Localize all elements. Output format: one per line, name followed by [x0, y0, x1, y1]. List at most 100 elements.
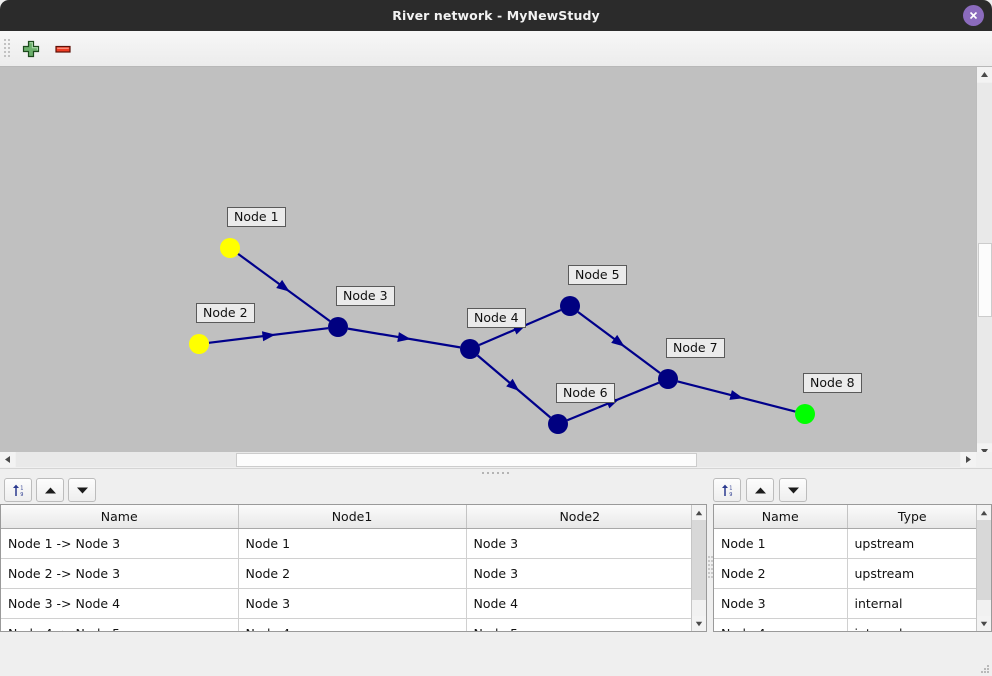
svg-text:1: 1	[20, 485, 23, 491]
branch-scroll-down-button[interactable]	[692, 616, 706, 631]
table-cell[interactable]: Node 1	[238, 528, 467, 559]
column-header[interactable]: Name	[1, 505, 239, 529]
graph-node[interactable]	[560, 296, 580, 316]
node-panel-grip[interactable]	[708, 556, 713, 580]
table-cell[interactable]: Node 4	[466, 588, 693, 619]
node-move-up-button[interactable]	[746, 478, 774, 502]
graph-node-label[interactable]: Node 5	[568, 265, 627, 285]
graph-node[interactable]	[220, 238, 240, 258]
network-diagram-canvas[interactable]: Node 1 Node 2 Node 3 Node 4 Node 5 Node 6 Node…	[0, 67, 992, 459]
graph-node[interactable]	[189, 334, 209, 354]
column-header[interactable]: Node2	[466, 505, 693, 529]
main-toolbar	[0, 31, 992, 67]
network-graph	[189, 238, 815, 434]
chevron-down-icon	[695, 621, 703, 626]
sort-icon: 1 9	[12, 484, 23, 498]
table-cell[interactable]: Node 2	[238, 558, 467, 589]
graph-node-label[interactable]: Node 7	[666, 338, 725, 358]
add-node-icon	[22, 40, 40, 58]
branch-move-down-button[interactable]	[68, 478, 96, 502]
panel-splitter[interactable]	[0, 468, 992, 476]
graph-node[interactable]	[460, 339, 480, 359]
graph-node-label[interactable]: Node 4	[467, 308, 526, 328]
node-scroll-up-button[interactable]	[977, 505, 991, 520]
table-cell[interactable]: Node 3 -> Node 4	[1, 588, 239, 619]
graph-node[interactable]	[328, 317, 348, 337]
scrollbar-corner	[976, 452, 992, 468]
window-resize-grip[interactable]	[981, 665, 990, 674]
table-cell[interactable]: Node 4	[714, 618, 848, 631]
table-cell[interactable]: Node 3	[466, 528, 693, 559]
node-sort-button[interactable]: 1 9	[713, 478, 741, 502]
graph-node-label[interactable]: Node 2	[196, 303, 255, 323]
table-cell[interactable]: Node 2 -> Node 3	[1, 558, 239, 589]
table-cell[interactable]: upstream	[847, 558, 977, 589]
table-cell[interactable]: Node 4	[238, 618, 467, 631]
move-up-icon	[44, 487, 56, 493]
table-cell[interactable]: Node 3	[238, 588, 467, 619]
branch-move-up-button[interactable]	[36, 478, 64, 502]
column-header[interactable]: Node1	[238, 505, 467, 529]
graph-node[interactable]	[658, 369, 678, 389]
branch-scroll-up-button[interactable]	[692, 505, 706, 520]
chevron-up-icon	[695, 510, 703, 515]
table-row[interactable]: Node 4internal	[714, 618, 977, 631]
table-cell[interactable]: Node 2	[714, 558, 848, 589]
column-header[interactable]: Name	[714, 505, 848, 529]
add-node-button[interactable]	[18, 37, 44, 61]
node-move-down-button[interactable]	[779, 478, 807, 502]
table-cell[interactable]: internal	[847, 588, 977, 619]
table-cell[interactable]: internal	[847, 618, 977, 631]
canvas-vscroll-thumb[interactable]	[978, 243, 992, 317]
table-cell[interactable]: Node 3	[466, 558, 693, 589]
column-header[interactable]: Type	[847, 505, 977, 529]
svg-text:9: 9	[729, 492, 732, 498]
canvas-hscroll-thumb[interactable]	[236, 453, 697, 467]
graph-node-label[interactable]: Node 8	[803, 373, 862, 393]
table-cell[interactable]: Node 4 -> Node 5	[1, 618, 239, 631]
canvas-vertical-scrollbar[interactable]	[976, 67, 992, 459]
branch-table-toolbar: 1 9	[0, 476, 707, 504]
close-button[interactable]	[963, 5, 984, 26]
splitter-grip[interactable]	[482, 472, 510, 474]
node-scroll-down-button[interactable]	[977, 616, 991, 631]
graph-node[interactable]	[795, 404, 815, 424]
graph-node[interactable]	[548, 414, 568, 434]
table-cell[interactable]: Node 1 -> Node 3	[1, 528, 239, 559]
graph-node-label[interactable]: Node 6	[556, 383, 615, 403]
node-table-scrollbar[interactable]	[976, 505, 991, 631]
move-down-icon	[787, 487, 799, 493]
canvas-scroll-up-button[interactable]	[977, 67, 992, 82]
toolbar-grip[interactable]	[4, 39, 10, 59]
edge-layer	[208, 253, 796, 422]
branch-scroll-thumb[interactable]	[692, 520, 706, 600]
table-cell[interactable]: Node 1	[714, 528, 848, 559]
table-cell[interactable]: Node 5	[466, 618, 693, 631]
canvas-horizontal-scrollbar[interactable]	[0, 452, 976, 468]
node-scroll-thumb[interactable]	[977, 520, 991, 600]
branch-table-scrollbar[interactable]	[691, 505, 706, 631]
edge-arrow-icon	[276, 279, 290, 292]
canvas-scroll-left-button[interactable]	[0, 452, 15, 467]
table-cell[interactable]: Node 3	[714, 588, 848, 619]
branch-sort-button[interactable]: 1 9	[4, 478, 32, 502]
graph-node-label[interactable]: Node 1	[227, 207, 286, 227]
canvas-scroll-right-button[interactable]	[961, 452, 976, 467]
delete-node-button[interactable]	[50, 37, 76, 61]
table-cell[interactable]: upstream	[847, 528, 977, 559]
graph-node-label[interactable]: Node 3	[336, 286, 395, 306]
